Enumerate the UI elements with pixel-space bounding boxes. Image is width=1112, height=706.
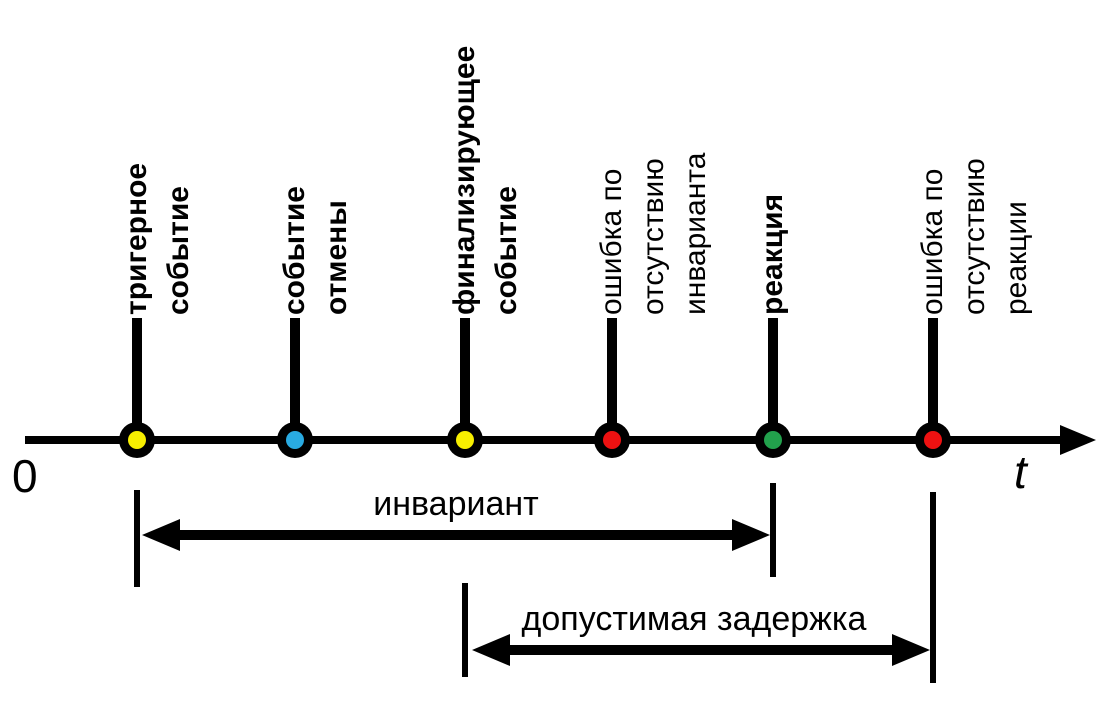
event-stem [460,318,470,440]
event-dot-color [456,431,474,449]
event-stem [132,318,142,440]
arrowhead-right-icon [892,634,930,666]
event-dot [594,422,630,458]
event-dot-color [603,431,621,449]
time-axis-label: t [1014,446,1027,498]
event-label: событие отмены [278,186,353,315]
event-label: финализирующее событие [448,45,523,315]
interval-tick-trigger [134,490,140,587]
invariant-interval-arrow [142,519,770,551]
time-axis-line [25,436,1067,444]
event-dot-color [128,431,146,449]
event-dot-color [764,431,782,449]
interval-tick-reaction [770,483,776,577]
event-dot [915,422,951,458]
event-label: ошибка по отсутствию инварианта [595,152,712,315]
event-label: тригерное событие [120,162,195,315]
event-stem [607,318,617,440]
arrowhead-left-icon [142,519,180,551]
arrowhead-right-icon [732,519,770,551]
interval-tick-reaction-error [930,492,936,683]
arrow-shaft [180,530,732,540]
allowable-delay-arrow [472,634,930,666]
arrowhead-left-icon [472,634,510,666]
event-dot [755,422,791,458]
event-dot [119,422,155,458]
event-label: ошибка по отсутствию реакции [916,158,1033,315]
allowable-delay-label: допустимая задержка [521,600,867,638]
event-dot [277,422,313,458]
event-stem [290,318,300,440]
origin-label: 0 [12,450,38,502]
arrow-shaft [510,645,892,655]
event-stem [768,318,778,440]
time-axis-arrowhead-icon [1060,425,1096,455]
event-label: реакция [756,193,789,315]
event-dot [447,422,483,458]
event-dot-color [924,431,942,449]
event-stem [928,318,938,440]
interval-tick-finalizing [462,583,468,677]
invariant-interval-label: инвариант [373,485,539,523]
event-dot-color [286,431,304,449]
